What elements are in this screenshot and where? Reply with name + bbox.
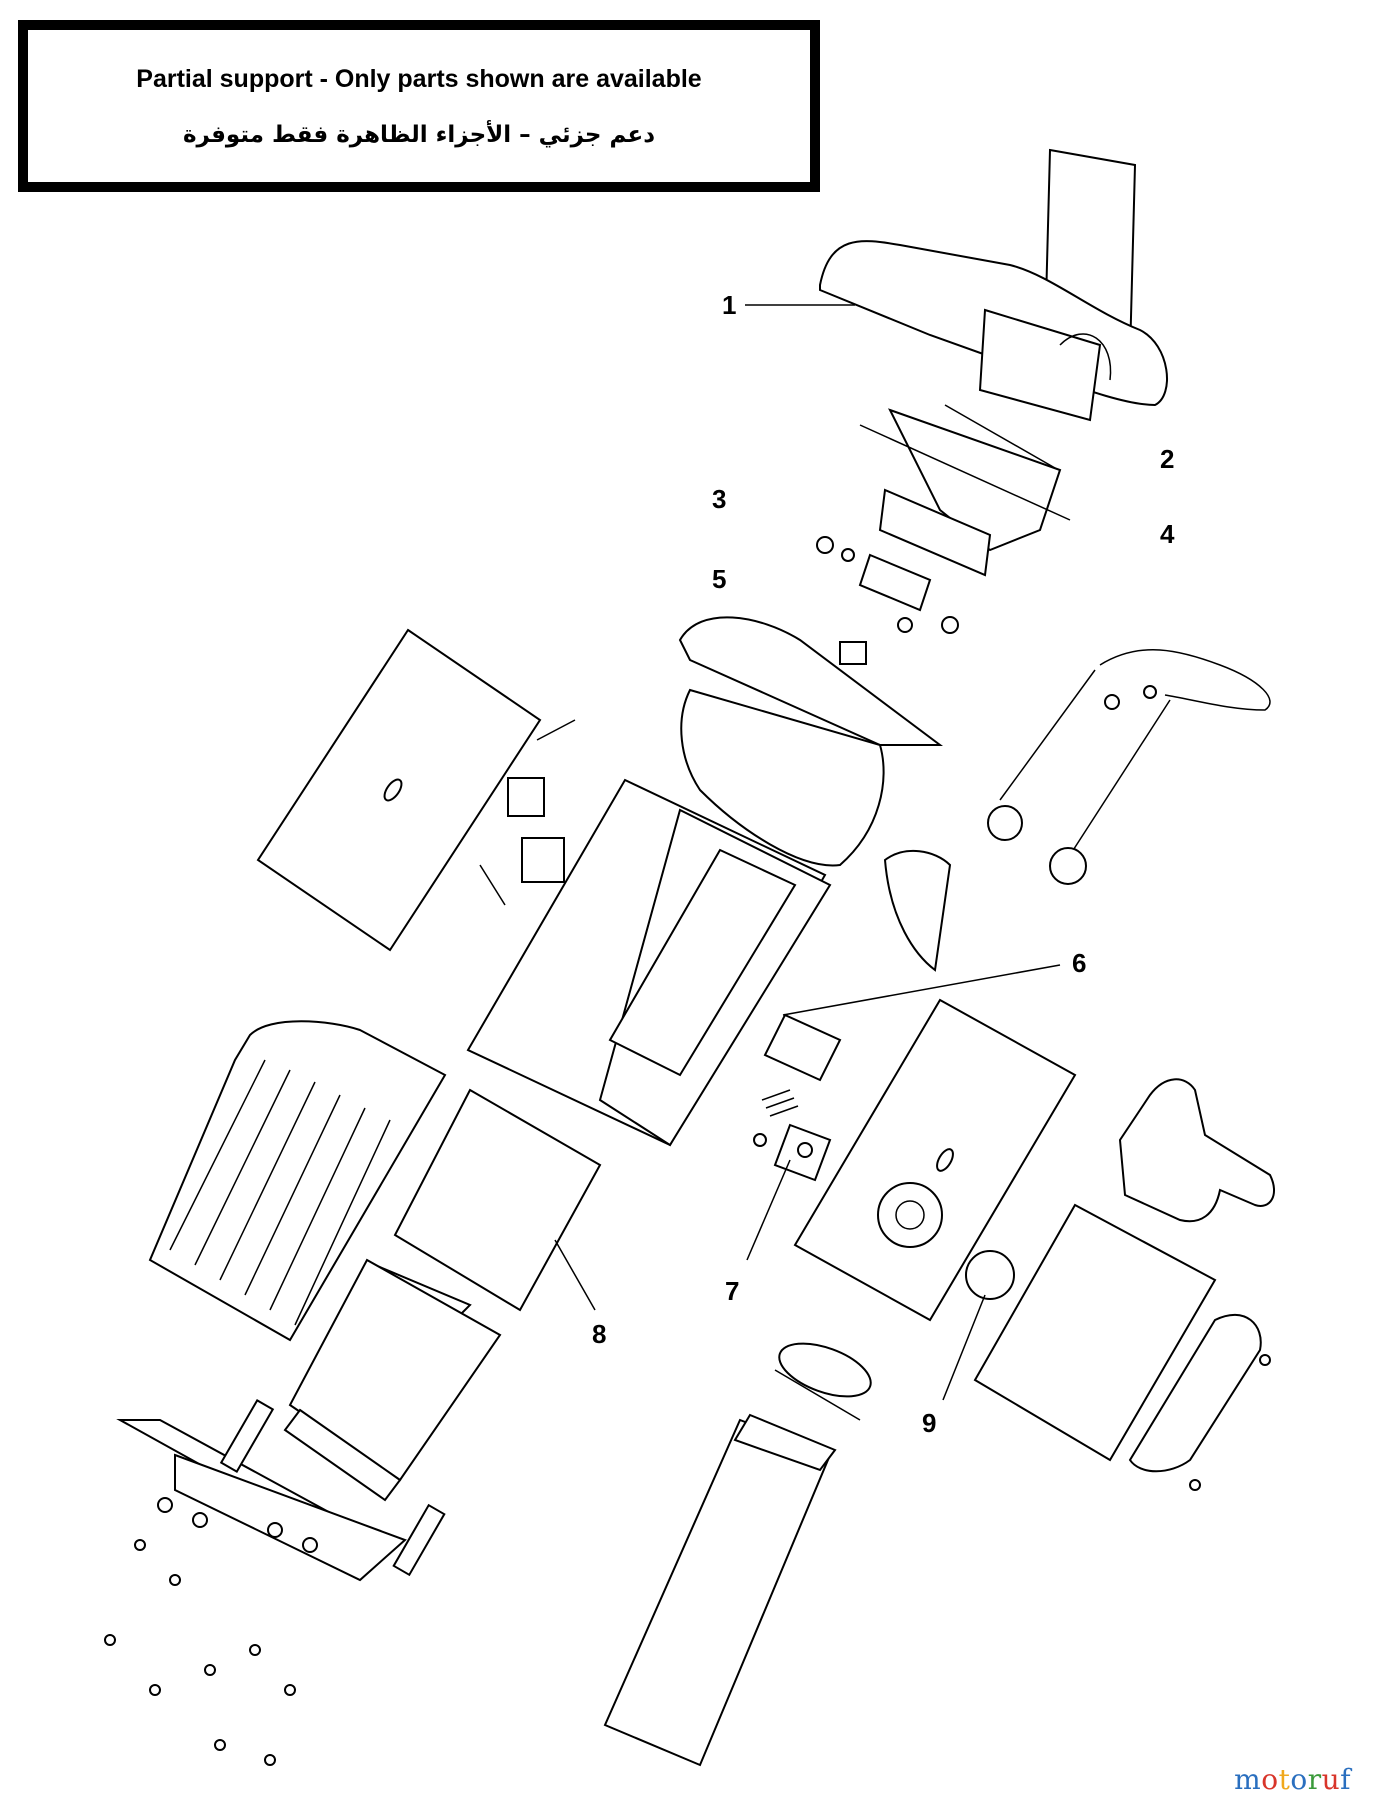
watermark-letter: f: [1340, 1763, 1351, 1796]
callout-1: 1: [722, 290, 736, 320]
part-9-knob[interactable]: [942, 1250, 1015, 1401]
callout-7: 7: [725, 1276, 739, 1306]
screws-set[interactable]: [104, 1497, 318, 1766]
motor-cylinder[interactable]: [603, 1333, 878, 1767]
part-3-ring[interactable]: [878, 488, 992, 577]
base-plate[interactable]: [116, 1398, 446, 1582]
availability-notice: Partial support - Only parts shown are a…: [18, 20, 820, 192]
rear-housing[interactable]: [973, 1203, 1271, 1491]
lower-basket[interactable]: [283, 1258, 502, 1502]
handle-assembly[interactable]: [987, 649, 1271, 885]
watermark-letter: t: [1278, 1763, 1291, 1796]
watermark-letter: u: [1321, 1763, 1341, 1796]
callout-6: 6: [1072, 948, 1086, 978]
left-side-panel[interactable]: [256, 628, 576, 952]
discharge-chute[interactable]: [883, 849, 952, 972]
part-6-switch-bracket[interactable]: [763, 964, 1061, 1082]
part-2-gasket[interactable]: [944, 404, 1056, 469]
motor-housing-top[interactable]: [678, 616, 943, 867]
part-8-frame[interactable]: [554, 1239, 596, 1311]
collection-bag[interactable]: [148, 1020, 602, 1342]
watermark-letter: o: [1290, 1763, 1308, 1796]
callout-8: 8: [592, 1319, 606, 1349]
right-side-panel[interactable]: [793, 998, 1077, 1322]
part-4-funnel[interactable]: [859, 408, 1071, 552]
watermark-letter: r: [1307, 1763, 1322, 1796]
notice-arabic: دعم جزئي – الأجزاء الظاهرة فقط متوفرة: [182, 121, 656, 148]
callout-3: 3: [712, 484, 726, 514]
callout-2: 2: [1160, 444, 1174, 474]
part-1-hood[interactable]: [819, 148, 1168, 422]
watermark-letter: o: [1261, 1763, 1279, 1796]
watermark-letter: m: [1234, 1763, 1262, 1796]
motoruf-watermark: motoruf: [1234, 1763, 1351, 1796]
callout-4: 4: [1160, 519, 1175, 549]
side-deflector[interactable]: [1118, 1078, 1275, 1223]
part-7-spring-plate[interactable]: [746, 1089, 832, 1261]
part-5-bracket[interactable]: [816, 536, 959, 665]
availability-notice-inner: Partial support - Only parts shown are a…: [28, 30, 810, 182]
notice-title: Partial support - Only parts shown are a…: [136, 64, 702, 93]
callout-5: 5: [712, 564, 726, 594]
callout-9: 9: [922, 1408, 936, 1438]
main-body-housing[interactable]: [466, 778, 832, 1147]
